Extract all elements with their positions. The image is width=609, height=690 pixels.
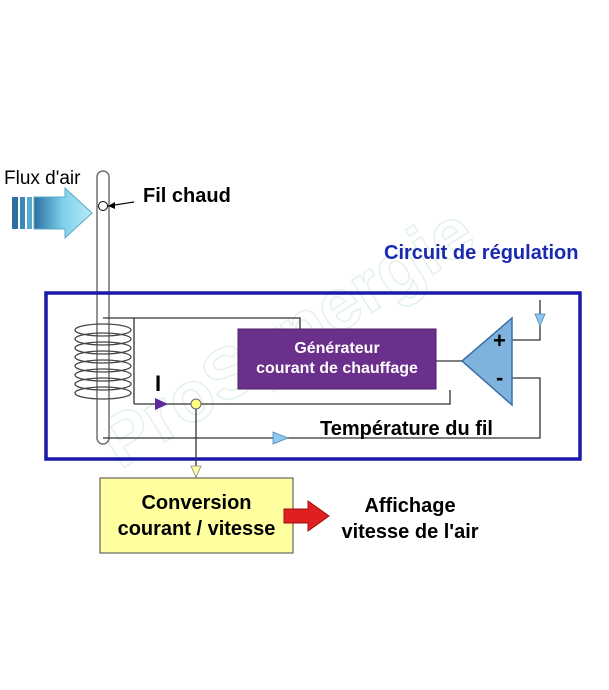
current-generator-box — [237, 328, 437, 390]
display-label: Affichage vitesse de l'air — [335, 490, 485, 548]
amplifier-plus-label: + — [493, 328, 506, 353]
amplifier — [436, 316, 513, 407]
input-arrow-icon — [534, 313, 546, 328]
current-label: I — [155, 371, 162, 396]
air-flow-arrow-icon — [12, 186, 93, 240]
temperature-arrow-icon — [272, 431, 290, 445]
output-arrow-icon — [283, 500, 330, 532]
regulation-circuit-frame — [44, 291, 582, 461]
display-line-2: vitesse de l'air — [341, 521, 479, 543]
conversion-line-1: Conversion — [141, 491, 252, 514]
conversion-box — [99, 477, 294, 554]
current-arrow-icon — [155, 398, 168, 410]
wire-temperature-label: Température du fil — [320, 418, 493, 440]
regulation-circuit-title: Circuit de régulation — [384, 242, 579, 264]
current-generator-label: Générateur courant de chauffage — [238, 329, 436, 389]
conversion-line-2: courant / vitesse — [117, 517, 276, 540]
air-flow-label: Flux d'air — [4, 168, 81, 189]
current-node — [190, 398, 202, 410]
hot-wire-probe — [96, 170, 110, 445]
display-line-1: Affichage — [364, 495, 456, 517]
hot-wire-point — [98, 201, 135, 211]
generator-line-1: Générateur — [294, 340, 380, 357]
down-arrow-icon — [190, 465, 202, 478]
hot-wire-label: Fil chaud — [143, 185, 231, 207]
circuit-wiring — [103, 300, 541, 477]
generator-line-2: courant de chauffage — [256, 360, 418, 377]
amplifier-minus-label: - — [496, 365, 504, 390]
conversion-label: Conversion courant / vitesse — [100, 478, 293, 553]
heating-coil — [74, 323, 132, 400]
